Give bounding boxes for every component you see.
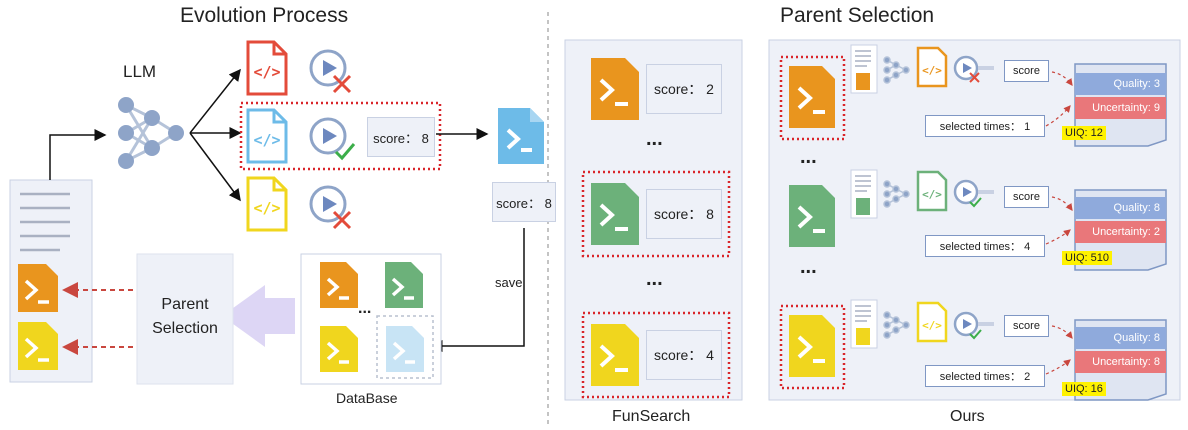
ours-row2-success-icon: [953, 179, 982, 208]
funsearch-score-2: score： 8: [646, 189, 722, 239]
ours-uncertainty-2: Uncertainty: 2: [1075, 221, 1166, 243]
ours-row3-success-icon: [953, 311, 982, 340]
code-file-icon-blue: </>: [246, 108, 288, 164]
ours-note-2: Quality: 8 Uncertainty: 2: [1075, 190, 1166, 270]
svg-text:</>: </>: [922, 64, 942, 77]
funsearch-dots-1: ...: [646, 128, 663, 150]
code-file-icon-red: </>: [246, 40, 288, 96]
svg-text:</>: </>: [253, 63, 280, 81]
ours-uiq-2: UIQ: 510: [1062, 251, 1113, 265]
ours-caption: Ours: [950, 408, 985, 425]
ours-row3-code-icon: </>: [916, 301, 948, 343]
ours-selected-times-1: selected times： 1: [925, 115, 1045, 137]
ours-selected-times-2: selected times： 4: [925, 235, 1045, 257]
ours-row2-llm-icon: [883, 180, 910, 208]
ours-quality-3: Quality: 8: [1075, 327, 1166, 349]
ours-program-green: [789, 185, 835, 247]
document-lines: [20, 192, 70, 252]
save-label: save: [495, 275, 523, 290]
funsearch-program-yellow: [591, 324, 639, 386]
ours-row1-mini-doc: [850, 44, 878, 94]
saved-score-box: score： 8: [492, 182, 556, 222]
ours-dashed-connectors: [1045, 71, 1073, 375]
ours-score-box-1: score: [1004, 60, 1049, 82]
ours-program-yellow: [789, 315, 835, 377]
db-program-blue-faded: [386, 326, 424, 372]
arrow-doc-to-llm: [49, 129, 107, 180]
llm-nodes: [118, 97, 184, 169]
code-file-icon-yellow: </>: [246, 176, 288, 232]
ours-uiq-1: UIQ: 12: [1062, 126, 1106, 140]
funsearch-dots-2: ...: [646, 268, 663, 290]
svg-text:</>: </>: [922, 188, 942, 201]
ours-selected-frame-1: [779, 55, 846, 141]
ours-program-orange: [789, 66, 835, 128]
ours-row1-code-icon: </>: [916, 46, 948, 88]
db-new-slot: [376, 315, 434, 379]
ours-uncertainty-1: Uncertainty: 9: [1075, 97, 1166, 119]
ours-row2-mini-doc: [850, 169, 878, 219]
db-program-orange: [320, 262, 358, 308]
ours-row1-fail-icon: [953, 55, 980, 83]
funsearch-program-orange: [591, 58, 639, 120]
selected-score-box: score： 8: [367, 117, 435, 157]
parent-selection-label-1: Parent: [161, 296, 209, 313]
svg-text:</>: </>: [922, 319, 942, 332]
db-program-green: [385, 262, 423, 308]
database-dots: ...: [358, 300, 372, 317]
funsearch-caption: FunSearch: [612, 408, 691, 425]
selected-parent-orange: [18, 264, 58, 312]
parent-selection-label-2: Selection: [152, 320, 218, 337]
selected-parent-yellow: [18, 322, 58, 370]
ours-score-box-3: score: [1004, 315, 1049, 337]
ours-selected-times-3: selected times： 2: [925, 365, 1045, 387]
ours-row3-mini-doc: [850, 299, 878, 349]
llm-label: LLM: [123, 62, 157, 81]
svg-text:</>: </>: [253, 131, 280, 149]
program-file-icon-blue: [498, 108, 544, 164]
db-program-yellow: [320, 326, 358, 372]
ours-uncertainty-3: Uncertainty: 8: [1075, 351, 1166, 373]
run-fail-icon-2: [309, 185, 352, 230]
ours-uiq-3: UIQ: 16: [1062, 382, 1106, 396]
database-label: DataBase: [336, 390, 398, 406]
ours-row2-code-icon: </>: [916, 170, 948, 212]
ours-dots-2: ...: [800, 256, 817, 278]
ours-quality-1: Quality: 3: [1075, 73, 1166, 95]
ours-score-box-2: score: [1004, 186, 1049, 208]
purple-flow-arrow: [222, 285, 295, 347]
run-success-icon: [309, 117, 356, 161]
evolution-process-title: Evolution Process: [180, 4, 349, 27]
ours-selected-frame-3: [779, 304, 846, 390]
parent-selection-box: [136, 253, 234, 385]
llm-fan-arrows: [189, 68, 242, 202]
ours-row3-llm-icon: [883, 311, 910, 339]
ours-row1-llm-icon: [883, 56, 910, 84]
ours-note-1: Quality: 3 Uncertainty: 9: [1075, 64, 1166, 146]
arrow-save: [430, 228, 525, 352]
funsearch-score-1: score： 2: [646, 64, 722, 114]
ours-quality-2: Quality: 8: [1075, 197, 1166, 219]
run-fail-icon-1: [309, 49, 352, 94]
svg-text:</>: </>: [253, 199, 280, 217]
funsearch-score-3: score： 4: [646, 330, 722, 380]
selected-candidate-frame: [239, 101, 442, 171]
ours-dots-1: ...: [800, 146, 817, 168]
parent-selection-title: Parent Selection: [780, 4, 935, 27]
ours-note-3: Quality: 8 Uncertainty: 8: [1075, 320, 1166, 400]
funsearch-program-green: [591, 183, 639, 245]
